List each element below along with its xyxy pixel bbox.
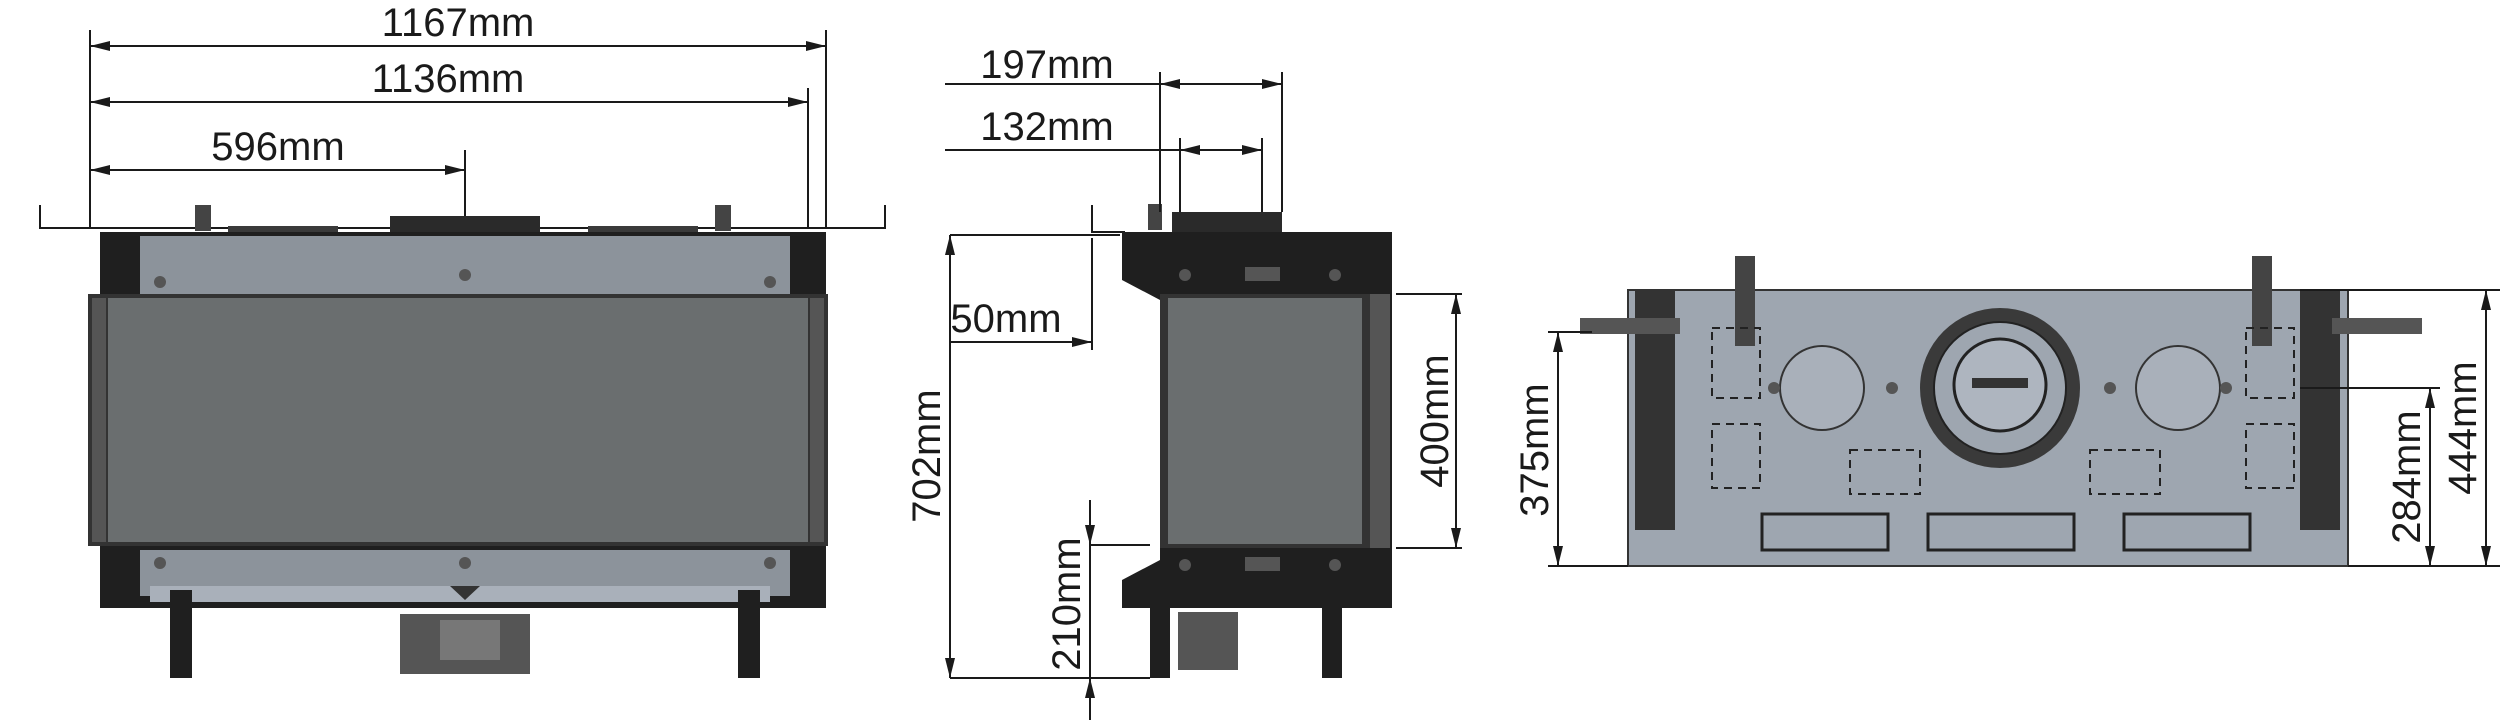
dim-197: 197mm [980, 43, 1113, 87]
dim-444: 444mm [2441, 361, 2485, 494]
dim-284: 284mm [2385, 410, 2429, 543]
dim-702: 702mm [905, 389, 949, 522]
left-port [1779, 345, 1865, 431]
dim-132: 132mm [980, 105, 1113, 149]
side-valve [1178, 612, 1238, 670]
front-view: 1167mm 1136mm 596mm [39, 1, 886, 678]
dim-596: 596mm [211, 125, 344, 169]
dim-1167: 1167mm [382, 1, 535, 45]
side-glass [1168, 298, 1362, 544]
dim-375: 375mm [1513, 383, 1557, 516]
front-glass [108, 298, 808, 542]
dim-400: 400mm [1413, 354, 1457, 487]
top-view: 375mm 284mm 444mm [1513, 256, 2500, 567]
dim-50: 50mm [950, 297, 1061, 341]
right-port [2135, 345, 2221, 431]
side-view: 197mm 132mm 50mm 702mm 210mm 400mm [905, 43, 1462, 720]
dim-210: 210mm [1045, 537, 1089, 670]
dim-1136: 1136mm [372, 57, 525, 101]
